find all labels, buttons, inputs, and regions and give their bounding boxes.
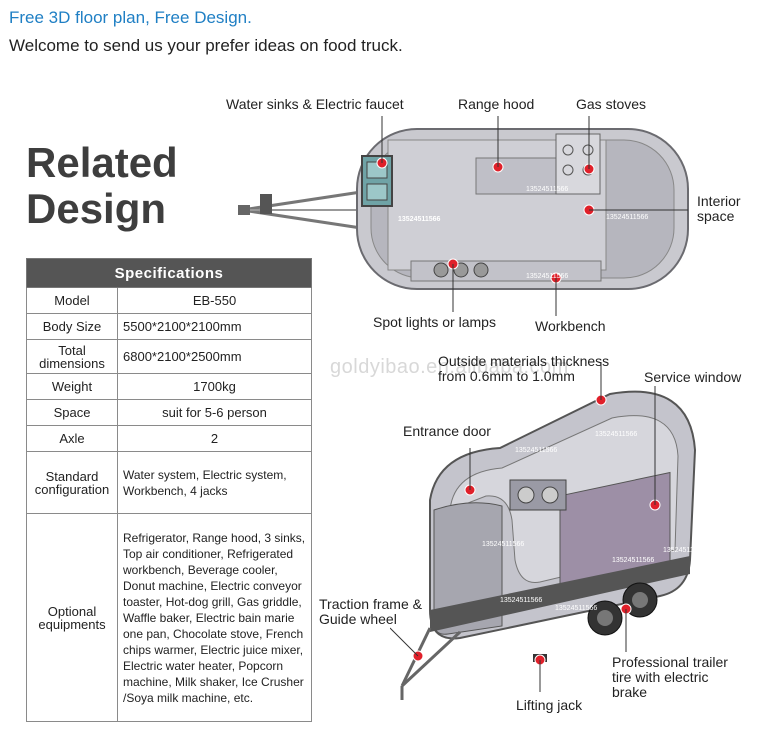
tagline: Free 3D floor plan, Free Design. (9, 8, 252, 27)
traction-frame (400, 627, 462, 700)
phone-watermark: 13524511566 (555, 605, 597, 612)
spec-key: Total dimensions (26, 339, 118, 374)
specs-title: Specifications (26, 258, 312, 288)
spec-key: Space (26, 399, 118, 426)
label-interior-space: Interior space (697, 193, 741, 224)
floor-plan-drawing: 13524511566 13524511566 13524511566 1352… (238, 116, 689, 316)
label-gas-stoves: Gas stoves (576, 96, 647, 112)
label-trailer-tire: Professional trailer tire with electric … (612, 654, 728, 700)
heading-line-1: Related (26, 139, 178, 186)
spec-value: 6800*2100*2500mm (117, 339, 312, 374)
spec-value: 2 (117, 425, 312, 452)
spec-value: 1700kg (117, 373, 312, 400)
spec-value: 5500*2100*2100mm (117, 313, 312, 340)
spec-key: Weight (26, 373, 118, 400)
trailer-3d-drawing: 13524511566 13524511566 13524511566 1352… (390, 362, 705, 700)
heading-line-2: Design (26, 185, 167, 232)
spec-value: suit for 5-6 person (117, 399, 312, 426)
label-sinks: Water sinks & Electric faucet (226, 96, 404, 112)
spec-key: Standard configuration (26, 451, 118, 514)
spec-value: Refrigerator, Range hood, 3 sinks, Top a… (117, 513, 312, 722)
spec-value: Water system, Electric system, Workbench… (117, 451, 312, 514)
label-spot-lights: Spot lights or lamps (373, 314, 496, 330)
spec-key: Axle (26, 425, 118, 452)
label-traction-frame: Traction frame & Guide wheel (319, 596, 422, 627)
label-thickness: Outside materials thickness from 0.6mm t… (438, 353, 610, 384)
spec-key: Model (26, 287, 118, 314)
phone-watermark: 13524511566 (612, 557, 654, 564)
phone-watermark: 13524511566 (398, 216, 441, 223)
phone-watermark: 13524511566 (500, 597, 542, 604)
spec-key: Body Size (26, 313, 118, 340)
related-design-heading: Related Design (26, 140, 178, 232)
spec-key: Optional equipments (26, 513, 118, 722)
phone-watermark: 13524511566 (606, 214, 648, 221)
label-workbench: Workbench (535, 318, 606, 334)
label-lifting-jack: Lifting jack (516, 697, 583, 713)
range-hood (475, 157, 567, 195)
tow-bar (238, 190, 362, 230)
site-watermark: goldyibao.en.alibaba.com (330, 356, 569, 378)
label-service-window: Service window (644, 369, 742, 385)
gas-stoves (555, 133, 601, 195)
phone-watermark: 13524511566 (526, 273, 568, 280)
phone-watermark: 13524511566 (515, 447, 557, 454)
welcome-text: Welcome to send us your prefer ideas on … (9, 36, 403, 55)
phone-watermark: 13524511566 (482, 541, 524, 548)
phone-watermark: 13524511566 (595, 431, 637, 438)
phone-watermark: 13524511566 (526, 186, 568, 193)
label-entrance-door: Entrance door (403, 423, 491, 439)
phone-watermark: 13524511566 (663, 547, 705, 554)
label-range-hood: Range hood (458, 96, 535, 112)
